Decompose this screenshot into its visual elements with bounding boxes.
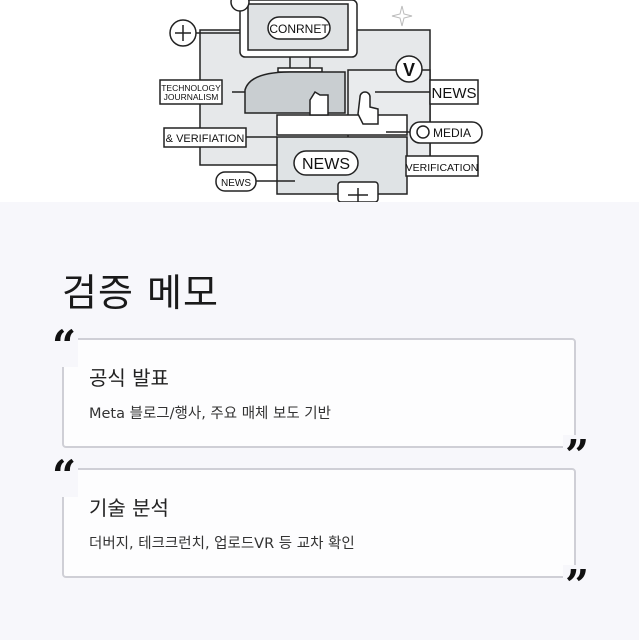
news-box-label: NEWS bbox=[432, 85, 477, 102]
news-pill-label: NEWS bbox=[221, 178, 251, 189]
memo-card-text: Meta 블로그/행사, 주요 매체 보도 기반 bbox=[89, 406, 331, 422]
tech-journalism-label-2: JOURNALISM bbox=[164, 92, 219, 102]
close-quote-icon: ” bbox=[563, 561, 592, 610]
memo-card: 기술 분석 더버지, 테크크런치, 업로드VR 등 교차 확인 bbox=[62, 468, 576, 578]
verifiation-label: & VERIFIATION bbox=[166, 133, 245, 145]
page-title: 검증 메모 bbox=[62, 271, 219, 315]
news-verification-illustration: CONRNET TECHNOLOGY JOURNALISM & VERIFIAT… bbox=[159, 0, 483, 202]
memo-card-text: 더버지, 테크크런치, 업로드VR 등 교차 확인 bbox=[89, 536, 355, 552]
media-label: MEDIA bbox=[433, 126, 471, 140]
memo-card: 공식 발표 Meta 블로그/행사, 주요 매체 보도 기반 bbox=[62, 338, 576, 448]
hero-illustration: CONRNET TECHNOLOGY JOURNALISM & VERIFIAT… bbox=[0, 0, 639, 202]
news-bubble-label: NEWS bbox=[302, 156, 350, 173]
open-quote-icon: “ bbox=[50, 321, 79, 370]
memo-card-title: 공식 발표 bbox=[89, 366, 169, 390]
v-badge: V bbox=[403, 60, 415, 80]
tech-journalism-label-1: TECHNOLOGY bbox=[161, 83, 221, 93]
verification-label: VERIFICATION bbox=[406, 162, 479, 174]
memo-card-title: 기술 분석 bbox=[89, 496, 169, 520]
open-quote-icon: “ bbox=[50, 451, 79, 500]
screen-bubble-label: CONRNET bbox=[269, 22, 329, 36]
